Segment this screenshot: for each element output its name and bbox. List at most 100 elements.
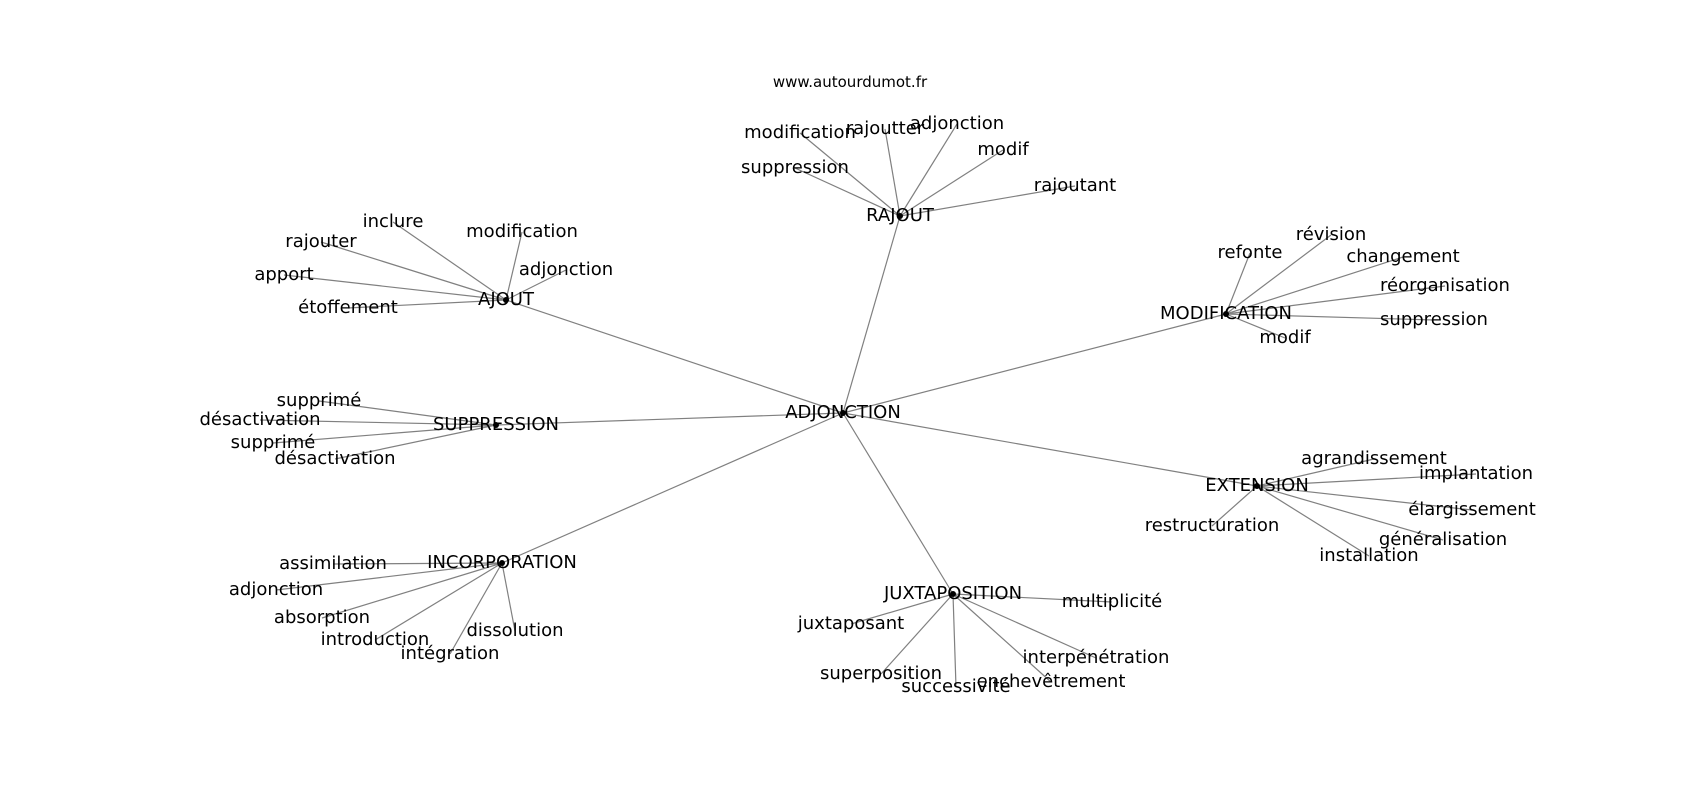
leaf-node-changement[interactable]: changement (1346, 246, 1459, 267)
edge-ajout-etoffement (347, 299, 507, 309)
node-dot-incorporation (499, 560, 505, 566)
leaf-node-integration[interactable]: intégration (401, 643, 500, 664)
leaf-node-supprime[interactable]: supprimé (231, 432, 316, 453)
edge-extension-restructuration (1211, 485, 1258, 527)
node-dot-rajout (897, 213, 903, 219)
leaf-node-rajoutter[interactable]: rajoutter (846, 118, 925, 139)
edge-modification-suppression (1225, 313, 1435, 321)
node-dot-modification (1223, 311, 1229, 317)
edge-center-modification (842, 313, 1227, 414)
edge-extension-implantation (1256, 473, 1477, 487)
leaf-node-modif[interactable]: modif (1259, 327, 1311, 348)
edge-ajout-apport (283, 274, 507, 301)
leaf-node-adjonction[interactable]: adjonction (519, 259, 613, 280)
leaf-node-desactivation[interactable]: désactivation (199, 409, 320, 430)
edge-incorporation-assimilation (332, 562, 503, 565)
leaf-node-multiplicite[interactable]: multiplicité (1062, 591, 1162, 612)
edge-center-juxtaposition (842, 412, 954, 595)
edge-modification-reorganisation (1225, 285, 1446, 315)
hub-node-juxtaposition[interactable]: JUXTAPOSITION (883, 583, 1022, 604)
leaf-node-superposition[interactable]: superposition (820, 663, 942, 684)
leaf-node-generalisation[interactable]: généralisation (1379, 529, 1507, 550)
leaf-node-absorption[interactable]: absorption (274, 607, 370, 628)
leaf-node-restructuration[interactable]: restructuration (1145, 515, 1280, 536)
edge-ajout-rajouter (320, 241, 507, 301)
edge-center-incorporation (501, 412, 844, 564)
edge-juxtaposition-juxtaposant (850, 593, 954, 625)
leaf-node-rajouter[interactable]: rajouter (285, 231, 357, 252)
leaf-node-suppression[interactable]: suppression (741, 157, 849, 178)
edge-juxtaposition-multiplicite (952, 593, 1113, 603)
leaf-node-dissolution[interactable]: dissolution (466, 620, 563, 641)
edge-rajout-modification (799, 132, 901, 217)
edge-center-suppression (495, 412, 844, 426)
leaf-node-apport[interactable]: apport (254, 264, 313, 285)
leaf-node-introduction[interactable]: introduction (321, 629, 430, 650)
graph-nodes: ADJONCTIONRAJOUTmodificationrajoutteradj… (199, 113, 1535, 697)
leaf-node-elargissement[interactable]: élargissement (1408, 499, 1536, 520)
node-dot-suppression (493, 422, 499, 428)
leaf-node-modif[interactable]: modif (977, 139, 1029, 160)
leaf-node-desactivation[interactable]: désactivation (274, 448, 395, 469)
site-url: www.autourdumot.fr (772, 73, 928, 91)
node-dot-juxtaposition (950, 591, 956, 597)
edge-suppression-desactivation (334, 424, 497, 460)
edge-juxtaposition-superposition (880, 593, 954, 675)
edge-juxtaposition-successivite (952, 593, 957, 688)
edge-rajout-rajoutter (884, 128, 901, 217)
edge-modification-changement (1225, 256, 1404, 315)
leaf-node-enchevetrement[interactable]: enchevêtrement (977, 671, 1126, 692)
leaf-node-modification[interactable]: modification (744, 122, 856, 143)
edge-center-extension (842, 412, 1258, 487)
hub-node-modification[interactable]: MODIFICATION (1160, 303, 1292, 324)
hub-node-ajout[interactable]: AJOUT (478, 289, 535, 310)
hub-node-incorporation[interactable]: INCORPORATION (427, 552, 577, 573)
hub-node-suppression[interactable]: SUPPRESSION (433, 414, 559, 435)
edge-ajout-modification (505, 231, 523, 301)
edge-extension-installation (1256, 485, 1370, 557)
leaf-node-inclure[interactable]: inclure (363, 211, 424, 232)
leaf-node-juxtaposant[interactable]: juxtaposant (797, 613, 904, 634)
graph-edges (259, 123, 1477, 688)
edge-rajout-rajoutant (899, 185, 1076, 217)
edge-rajout-suppression (794, 167, 901, 217)
edge-juxtaposition-enchevetrement (952, 593, 1052, 683)
leaf-node-assimilation[interactable]: assimilation (279, 553, 387, 574)
node-dot-extension (1254, 483, 1260, 489)
edge-extension-generalisation (1256, 485, 1444, 541)
hub-node-rajout[interactable]: RAJOUT (866, 205, 935, 226)
leaf-node-adjonction[interactable]: adjonction (910, 113, 1004, 134)
leaf-node-successivite[interactable]: successivité (901, 676, 1010, 697)
leaf-node-supprime[interactable]: supprimé (277, 390, 362, 411)
edge-incorporation-adjonction (275, 562, 503, 591)
edge-juxtaposition-interpenetration (952, 593, 1097, 659)
leaf-node-implantation[interactable]: implantation (1419, 463, 1533, 484)
node-dot-center (840, 410, 846, 416)
edge-modification-modif (1225, 313, 1286, 339)
edge-suppression-desactivation (259, 419, 497, 426)
leaf-node-refonte[interactable]: refonte (1218, 242, 1283, 263)
leaf-node-revision[interactable]: révision (1296, 224, 1367, 245)
edge-suppression-supprime (318, 400, 497, 426)
edge-extension-elargissement (1256, 485, 1473, 511)
leaf-node-suppression[interactable]: suppression (1380, 309, 1488, 330)
leaf-node-etoffement[interactable]: étoffement (298, 297, 398, 318)
leaf-node-agrandissement[interactable]: agrandissement (1301, 448, 1447, 469)
leaf-node-adjonction[interactable]: adjonction (229, 579, 323, 600)
edge-rajout-modif (899, 149, 1004, 217)
edge-rajout-adjonction (899, 123, 958, 217)
node-dot-ajout (503, 297, 509, 303)
edge-center-ajout (505, 299, 844, 414)
leaf-node-interpenetration[interactable]: interpénétration (1023, 647, 1170, 668)
hub-node-extension[interactable]: EXTENSION (1205, 475, 1309, 496)
edge-incorporation-dissolution (501, 562, 516, 632)
edge-center-rajout (842, 215, 901, 414)
leaf-node-modification[interactable]: modification (466, 221, 578, 242)
edge-incorporation-integration (449, 562, 503, 655)
leaf-node-reorganisation[interactable]: réorganisation (1380, 275, 1510, 296)
node-center[interactable]: ADJONCTION (785, 402, 901, 423)
leaf-node-rajoutant[interactable]: rajoutant (1034, 175, 1116, 196)
leaf-node-installation[interactable]: installation (1319, 545, 1418, 566)
edge-extension-agrandissement (1256, 458, 1375, 487)
